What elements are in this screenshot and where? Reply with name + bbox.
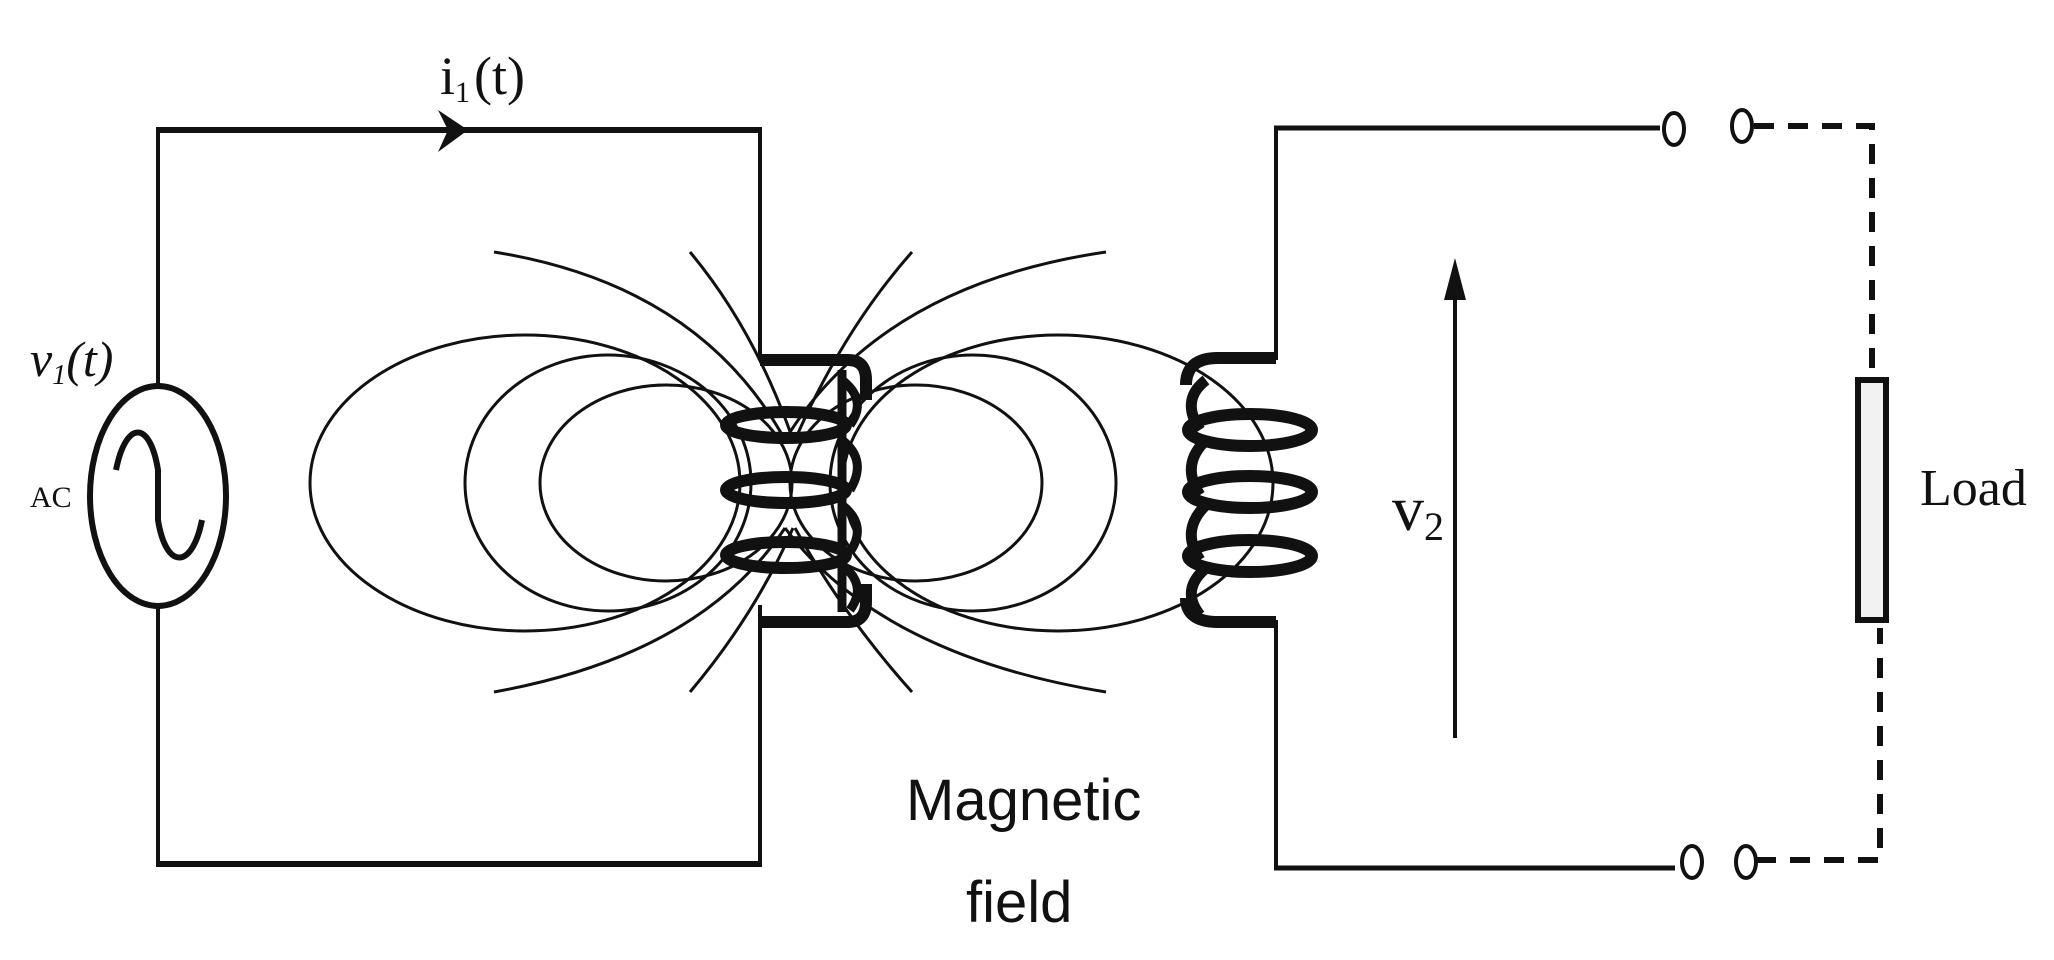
field-loop-right-middle <box>828 353 1118 613</box>
output-terminals <box>1662 108 1758 880</box>
primary-coil-bottom-bar <box>760 584 872 628</box>
secondary-coil-top-lead <box>1180 352 1276 386</box>
primary-coil-turn-2 <box>720 471 852 509</box>
field-label-line1: Magnetic <box>906 768 1141 833</box>
current-label: i1(t) <box>440 46 525 109</box>
ac-sine-source-icon <box>87 383 229 609</box>
primary-coil-turn-1 <box>720 406 852 444</box>
arrow-up-icon <box>1444 258 1466 738</box>
field-line-bottom-left-outer <box>493 527 787 694</box>
secondary-circuit <box>1274 125 1675 871</box>
field-line-top-left-outer <box>493 250 787 441</box>
terminal-bottom-right <box>1734 844 1758 880</box>
resistor-icon <box>1855 377 1889 623</box>
field-line-bottom-left-inner <box>688 527 795 693</box>
terminal-top-right <box>1730 108 1754 144</box>
primary-coil <box>720 354 872 628</box>
source-type-label: AC <box>30 481 72 514</box>
terminal-bottom-left <box>1680 844 1704 880</box>
secondary-coil <box>1180 352 1318 628</box>
primary-circuit <box>156 127 762 867</box>
field-label-line2: field <box>966 870 1072 935</box>
load-connection-dashed <box>1754 123 1883 863</box>
primary-coil-turn-3 <box>720 536 852 574</box>
secondary-coil-turn-2 <box>1182 470 1318 514</box>
primary-coil-top-bar <box>760 354 872 400</box>
source-voltage-label: v1(t) <box>30 331 113 391</box>
field-loop-left-middle <box>463 353 753 613</box>
secondary-coil-turn-1 <box>1182 408 1318 452</box>
output-voltage-label: v2 <box>1392 473 1444 549</box>
field-line-bottom-right-inner <box>793 527 914 694</box>
arrow-right-icon <box>438 110 468 152</box>
terminal-top-left <box>1662 111 1686 147</box>
load-label: Load <box>1920 460 2027 517</box>
secondary-coil-turn-3 <box>1182 534 1318 578</box>
